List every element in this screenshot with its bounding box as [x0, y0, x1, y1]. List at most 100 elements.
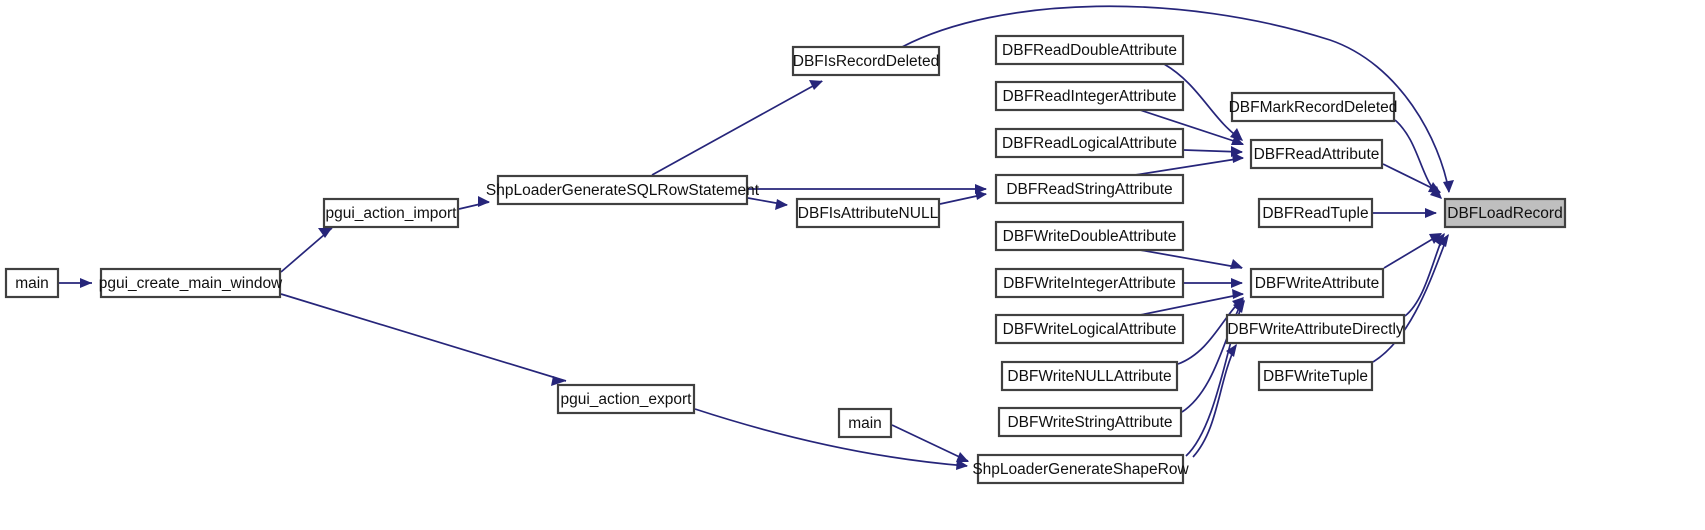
- edge-DBFReadIntegerAttribute-to-DBFReadAttribute: [1139, 109, 1244, 145]
- node-label: DBFIsAttributeNULL: [798, 205, 939, 222]
- arrowhead-icon: [1226, 344, 1237, 357]
- node-label: main: [15, 275, 49, 292]
- arrowhead-icon: [1425, 208, 1437, 218]
- node-box[interactable]: [994, 127, 1185, 159]
- node-label: DBFWriteLogicalAttribute: [1003, 321, 1177, 338]
- edge-pgui_action_export-to-ShpLoaderGenerateShapeRow: [694, 408, 968, 470]
- node-pgui_create_main_window[interactable]: pgui_create_main_window: [99, 267, 283, 299]
- node-DBFWriteNULLAttribute[interactable]: DBFWriteNULLAttribute: [1000, 360, 1179, 392]
- node-label: DBFWriteAttribute: [1255, 275, 1380, 292]
- node-DBFWriteIntegerAttribute[interactable]: DBFWriteIntegerAttribute: [994, 267, 1185, 299]
- edge-line: [1181, 299, 1244, 413]
- edge-DBFReadStringAttribute-to-DBFReadAttribute: [1134, 152, 1244, 176]
- node-DBFWriteStringAttribute[interactable]: DBFWriteStringAttribute: [997, 406, 1183, 438]
- arrowhead-icon: [1428, 182, 1441, 193]
- node-box[interactable]: [1257, 197, 1374, 229]
- node-box[interactable]: [1443, 197, 1567, 229]
- node-main_left[interactable]: main: [4, 267, 60, 299]
- node-DBFWriteAttributeDirectly[interactable]: DBFWriteAttributeDirectly: [1225, 313, 1406, 345]
- node-label: ShpLoaderGenerateSQLRowStatement: [486, 182, 760, 199]
- node-box[interactable]: [976, 453, 1185, 485]
- arrowhead-icon: [1231, 278, 1243, 288]
- node-box[interactable]: [1257, 360, 1374, 392]
- node-ShpLoaderGenerateSQLRowStatement[interactable]: ShpLoaderGenerateSQLRowStatement: [486, 174, 760, 206]
- node-box[interactable]: [1225, 313, 1406, 345]
- node-DBFIsRecordDeleted[interactable]: DBFIsRecordDeleted: [791, 45, 941, 77]
- edge-line: [280, 293, 567, 382]
- arrowhead-icon: [975, 190, 987, 200]
- node-box[interactable]: [1249, 267, 1385, 299]
- node-box[interactable]: [994, 313, 1185, 345]
- node-label: DBFReadTuple: [1262, 205, 1368, 222]
- node-label: ShpLoaderGenerateShapeRow: [972, 461, 1189, 478]
- node-main_bottom[interactable]: main: [837, 407, 893, 439]
- node-box[interactable]: [1230, 91, 1396, 123]
- node-label: DBFWriteNULLAttribute: [1007, 368, 1171, 385]
- arrowhead-icon: [478, 196, 490, 207]
- arrowhead-icon: [956, 452, 969, 462]
- node-DBFIsAttributeNULL[interactable]: DBFIsAttributeNULL: [795, 197, 941, 229]
- node-pgui_action_import[interactable]: pgui_action_import: [322, 197, 460, 229]
- arrowhead-icon: [1232, 289, 1244, 299]
- node-DBFReadLogicalAttribute[interactable]: DBFReadLogicalAttribute: [994, 127, 1185, 159]
- arrowhead-icon: [1230, 259, 1243, 269]
- arrowhead-icon: [1429, 233, 1442, 244]
- node-DBFWriteLogicalAttribute[interactable]: DBFWriteLogicalAttribute: [994, 313, 1185, 345]
- node-box[interactable]: [994, 173, 1185, 205]
- node-label: DBFWriteDoubleAttribute: [1003, 228, 1177, 245]
- node-box[interactable]: [795, 197, 941, 229]
- node-label: DBFReadIntegerAttribute: [1002, 88, 1176, 105]
- node-pgui_action_export[interactable]: pgui_action_export: [556, 383, 696, 415]
- node-box[interactable]: [496, 174, 749, 206]
- node-box[interactable]: [322, 197, 460, 229]
- node-box[interactable]: [791, 45, 941, 77]
- node-DBFWriteDoubleAttribute[interactable]: DBFWriteDoubleAttribute: [994, 220, 1185, 252]
- node-box[interactable]: [1249, 138, 1384, 170]
- node-box[interactable]: [994, 80, 1185, 112]
- edge-line: [651, 80, 823, 176]
- edge-line: [1139, 109, 1244, 145]
- edge-DBFWriteAttribute-to-DBFLoadRecord: [1383, 233, 1442, 269]
- node-DBFReadIntegerAttribute[interactable]: DBFReadIntegerAttribute: [994, 80, 1185, 112]
- edge-line: [1383, 233, 1442, 269]
- arrowhead-icon: [1443, 180, 1454, 193]
- edge-DBFWriteLogicalAttribute-to-DBFWriteAttribute: [1139, 289, 1244, 316]
- node-DBFWriteAttribute[interactable]: DBFWriteAttribute: [1249, 267, 1385, 299]
- edge-DBFWriteAttributeDirectly-to-DBFLoadRecord: [1404, 233, 1445, 317]
- node-box[interactable]: [994, 220, 1185, 252]
- node-DBFReadAttribute[interactable]: DBFReadAttribute: [1249, 138, 1384, 170]
- edge-DBFWriteIntegerAttribute-to-DBFWriteAttribute: [1184, 278, 1243, 288]
- node-ShpLoaderGenerateShapeRow[interactable]: ShpLoaderGenerateShapeRow: [972, 453, 1189, 485]
- node-label: DBFReadDoubleAttribute: [1002, 42, 1177, 59]
- node-label: pgui_create_main_window: [99, 275, 283, 292]
- node-DBFReadDoubleAttribute[interactable]: DBFReadDoubleAttribute: [994, 34, 1185, 66]
- node-box[interactable]: [556, 383, 696, 415]
- node-label: pgui_action_export: [561, 391, 693, 408]
- node-DBFReadStringAttribute[interactable]: DBFReadStringAttribute: [994, 173, 1185, 205]
- edge-ShpLoaderGenerateShapeRow-to-DBFWriteAttributeDirectly: [1192, 344, 1237, 458]
- node-box[interactable]: [994, 267, 1185, 299]
- node-box[interactable]: [994, 34, 1185, 66]
- node-DBFWriteTuple[interactable]: DBFWriteTuple: [1257, 360, 1374, 392]
- node-box[interactable]: [837, 407, 893, 439]
- edge-DBFReadTuple-to-DBFLoadRecord: [1373, 208, 1437, 218]
- node-DBFReadTuple[interactable]: DBFReadTuple: [1257, 197, 1374, 229]
- node-DBFMarkRecordDeleted[interactable]: DBFMarkRecordDeleted: [1229, 91, 1398, 123]
- node-label: DBFReadLogicalAttribute: [1002, 135, 1177, 152]
- edge-ShpLoaderGenerateSQLRowStatement-to-DBFReadStringAttribute: [748, 184, 987, 194]
- node-DBFLoadRecord[interactable]: DBFLoadRecord: [1443, 197, 1567, 229]
- edge-DBFReadAttribute-to-DBFLoadRecord: [1382, 163, 1441, 193]
- node-box[interactable]: [997, 406, 1183, 438]
- node-box[interactable]: [99, 267, 282, 299]
- node-label: DBFLoadRecord: [1447, 205, 1562, 222]
- edge-DBFWriteDoubleAttribute-to-DBFWriteAttribute: [1139, 249, 1243, 269]
- arrowhead-icon: [318, 228, 332, 238]
- node-box[interactable]: [1000, 360, 1179, 392]
- node-label: DBFIsRecordDeleted: [793, 53, 939, 70]
- node-box[interactable]: [4, 267, 60, 299]
- edge-DBFIsRecordDeleted-to-DBFLoadRecord: [901, 5, 1454, 193]
- edge-line: [891, 424, 969, 462]
- edge-main_bottom-to-ShpLoaderGenerateShapeRow: [891, 424, 969, 462]
- node-label: DBFReadAttribute: [1254, 146, 1380, 163]
